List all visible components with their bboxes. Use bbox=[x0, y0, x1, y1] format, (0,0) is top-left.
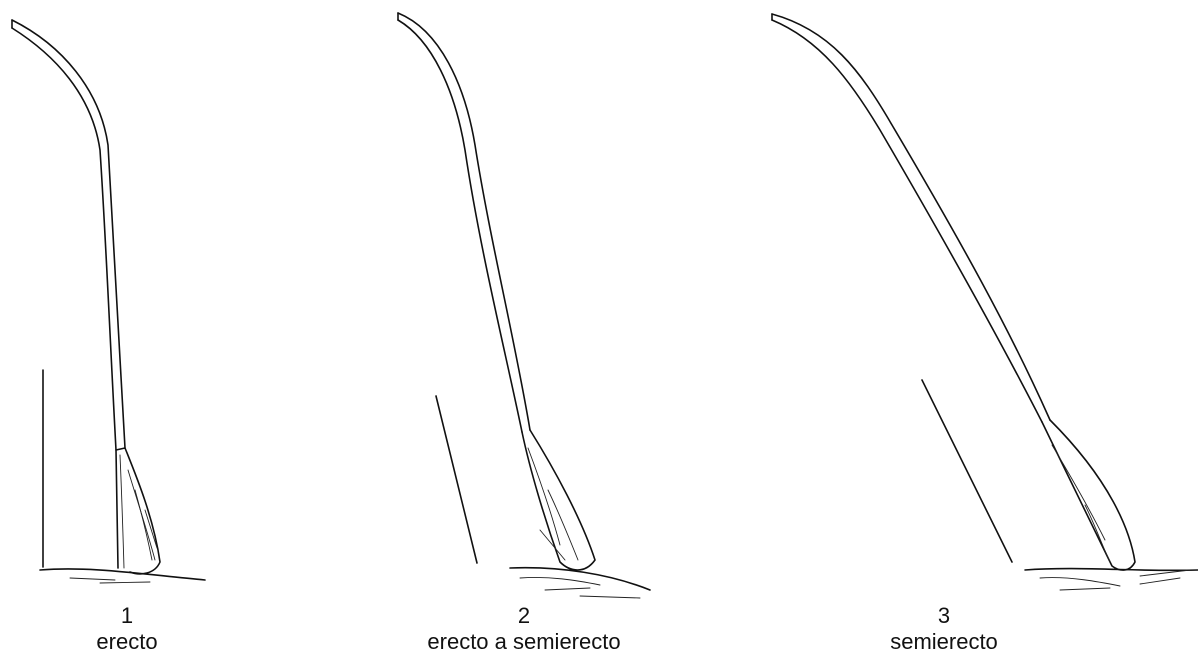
scale-bar-2 bbox=[436, 396, 477, 563]
panel-1-drawing bbox=[12, 20, 205, 583]
substrate-2 bbox=[510, 568, 650, 598]
hair-1 bbox=[12, 20, 160, 574]
hair-2 bbox=[398, 13, 595, 570]
panel-1-label: erecto bbox=[0, 629, 277, 655]
panel-1-number: 1 bbox=[0, 603, 277, 629]
caption-panel-3: 3 semierecto bbox=[794, 603, 1094, 655]
panel-3-drawing bbox=[772, 14, 1198, 590]
panel-3-label: semierecto bbox=[794, 629, 1094, 655]
substrate-3 bbox=[1025, 569, 1198, 590]
caption-panel-1: 1 erecto bbox=[0, 603, 277, 655]
panel-2-number: 2 bbox=[374, 603, 674, 629]
scale-bar-3 bbox=[922, 380, 1012, 562]
caption-panel-2: 2 erecto a semierecto bbox=[374, 603, 674, 655]
panel-2-drawing bbox=[398, 13, 650, 598]
hair-3 bbox=[772, 14, 1135, 570]
panel-2-label: erecto a semierecto bbox=[374, 629, 674, 655]
substrate-1 bbox=[40, 569, 205, 583]
panel-3-number: 3 bbox=[794, 603, 1094, 629]
